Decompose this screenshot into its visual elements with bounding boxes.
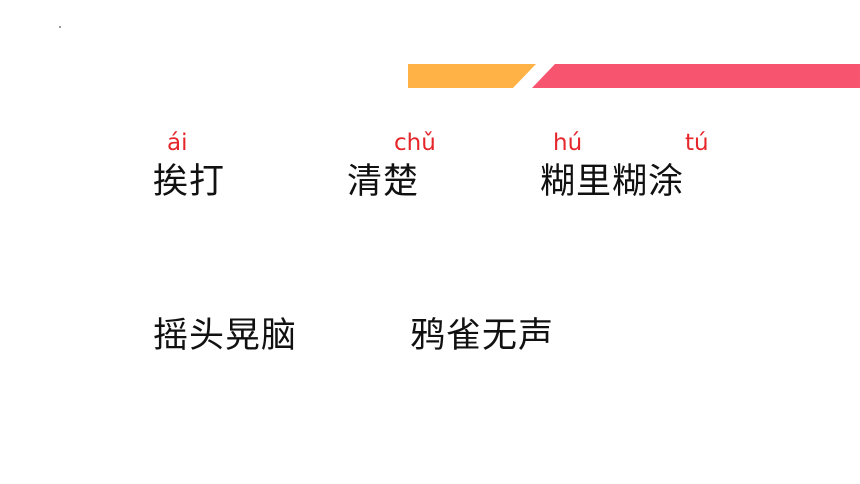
word-yaquewusheng: 鸦雀无声 [410, 316, 555, 356]
corner-dot [59, 26, 61, 28]
word-qingchu: 清楚 [347, 162, 420, 202]
word-aida: 挨打 [153, 162, 226, 202]
word-hulihutu: 糊里糊涂 [540, 162, 685, 202]
word-yaotouhuangnao: 摇头晃脑 [153, 316, 298, 356]
pinyin-chu: chǔ [394, 130, 436, 156]
header-bar-orange [408, 64, 536, 88]
pinyin-tu: tú [685, 130, 709, 156]
header-bar-pink [532, 64, 860, 88]
pinyin-ai: ái [167, 130, 188, 156]
pinyin-hu: hú [553, 130, 583, 156]
